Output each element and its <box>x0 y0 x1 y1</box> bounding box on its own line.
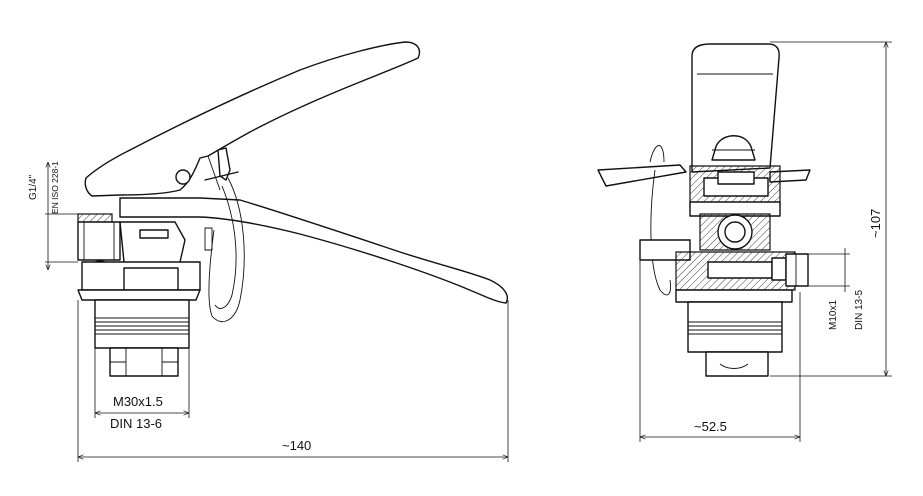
valve-body <box>77 213 201 377</box>
lower-lever <box>119 197 508 304</box>
left-side-view: G1/4" EN ISO 228-1 M30x1.5 DIN 13-6 ~140 <box>28 41 509 462</box>
front-lever <box>691 43 780 173</box>
safety-pin <box>204 147 245 322</box>
lever-pivot <box>175 169 191 185</box>
height-label: ~107 <box>868 209 883 238</box>
outlet-thread-dimension: M30x1.5 DIN 13-6 <box>94 348 190 431</box>
outlet-thread-standard: DIN 13-6 <box>110 416 162 431</box>
overall-width-label: ~140 <box>282 438 311 453</box>
front-valve-body <box>639 213 809 377</box>
right-front-view: ~107 M10x1 DIN 13-5 ~52.5 <box>597 41 892 442</box>
inlet-thread-dimension: G1/4" EN ISO 228-1 <box>28 161 78 270</box>
side-thread-standard: DIN 13-5 <box>854 290 865 330</box>
front-valve-head <box>689 165 781 217</box>
side-thread-dimension: M10x1 DIN 13-5 <box>808 248 865 330</box>
outlet-thread-label: M30x1.5 <box>113 394 163 409</box>
height-dimension: ~107 <box>770 41 892 377</box>
inlet-thread-standard: EN ISO 228-1 <box>50 161 60 214</box>
width-label: ~52.5 <box>694 419 727 434</box>
overall-width-dimension: ~140 <box>77 300 509 462</box>
side-thread-label: M10x1 <box>828 300 839 330</box>
width-dimension: ~52.5 <box>639 260 801 442</box>
upper-lever <box>84 41 421 197</box>
inlet-thread-label: G1/4" <box>28 174 39 200</box>
